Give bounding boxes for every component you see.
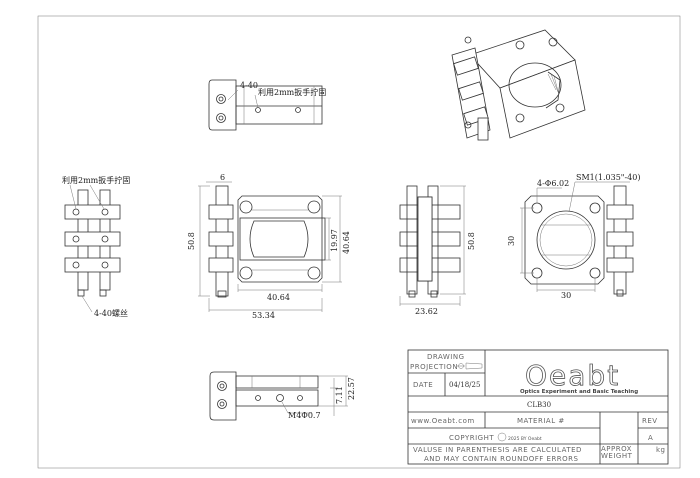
weight-label-2: WEIGHT bbox=[601, 452, 633, 460]
dim-plate-width: 40.64 bbox=[267, 293, 290, 302]
rev-value: A bbox=[648, 434, 653, 442]
material-label: MATERIAL # bbox=[517, 417, 565, 425]
wrench-note: 利用2mm扳手拧固 bbox=[62, 175, 130, 185]
bottom-view: M4Φ0.7 7.11 22.57 bbox=[209, 371, 356, 421]
top-view: 4-40 利用2mm扳手拧固 bbox=[208, 79, 326, 131]
front-view: 6 50.8 19.97 40.64 40.64 53.34 bbox=[187, 173, 351, 320]
title-block: DRAWING PROJECTION DATE 04/18/25 Oeabt O… bbox=[407, 349, 669, 465]
dim-horizontal: 30 bbox=[561, 291, 571, 300]
rev-label: REV bbox=[642, 417, 658, 425]
projection-label: PROJECTION bbox=[410, 363, 458, 371]
note-line-1: VALUSE IN PARENTHESIS ARE CALCULATED bbox=[413, 446, 582, 454]
thread-label: SM1(1.035"-40) bbox=[576, 173, 640, 182]
note-line-2: AND MAY CONTAIN ROUNDOFF ERRORS bbox=[424, 455, 579, 463]
dim-offset: 7.11 bbox=[335, 386, 344, 404]
hole-label: 4-Φ6.02 bbox=[537, 179, 569, 188]
date-label: DATE bbox=[413, 381, 433, 389]
sheet-border bbox=[37, 15, 681, 469]
left-view: 利用2mm扳手拧固 4-40螺丝 bbox=[62, 175, 130, 318]
dim-height: 50.8 bbox=[187, 232, 196, 250]
logo-tagline: Optics Experiment and Basic Teaching bbox=[520, 389, 638, 395]
dim-total: 22.57 bbox=[347, 377, 356, 400]
copyright-icon bbox=[497, 432, 507, 442]
wrench-note: 利用2mm扳手拧固 bbox=[258, 87, 326, 97]
projection-symbol-icon bbox=[457, 362, 483, 370]
dim-plate-height: 40.64 bbox=[342, 231, 351, 254]
dim-total-width: 53.34 bbox=[252, 311, 275, 320]
isometric-view bbox=[451, 29, 586, 141]
copyright-year: 2025 BY Oeabt bbox=[508, 436, 542, 442]
copyright-label: COPYRIGHT bbox=[449, 434, 494, 442]
drawing-label: DRAWING bbox=[427, 353, 465, 361]
thread-label: 4-40 bbox=[240, 81, 258, 90]
brand-logo: Oeabt bbox=[525, 359, 620, 392]
part-number: CLB30 bbox=[527, 401, 551, 409]
dim-vertical: 30 bbox=[507, 236, 516, 246]
dim-inner: 19.97 bbox=[330, 229, 339, 252]
website: www.Oeabt.com bbox=[411, 417, 475, 425]
right-view: 4-Φ6.02 SM1(1.035"-40) 30 30 bbox=[507, 173, 640, 300]
dim-width: 23.62 bbox=[415, 307, 438, 316]
date-value: 04/18/25 bbox=[449, 381, 480, 389]
weight-label-1: APPROX bbox=[601, 445, 632, 453]
dim-rod-width: 6 bbox=[220, 173, 225, 182]
side-view: 50.8 23.62 bbox=[399, 185, 476, 316]
screw-label: 4-40螺丝 bbox=[94, 308, 128, 318]
dim-height: 50.8 bbox=[467, 232, 476, 250]
weight-unit: kg bbox=[656, 446, 666, 454]
thread-label: M4Φ0.7 bbox=[288, 411, 321, 420]
